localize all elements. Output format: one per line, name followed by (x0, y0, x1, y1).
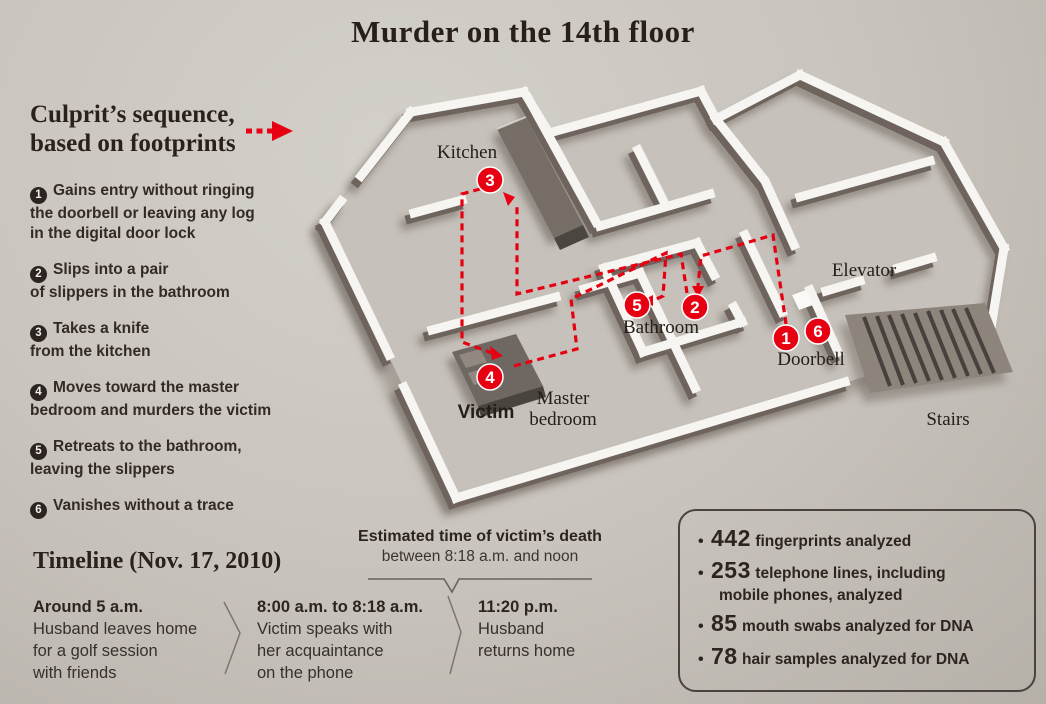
route-3-to-4 (460, 187, 493, 355)
svg-text:6: 6 (813, 322, 822, 341)
timeline-time: 8:00 a.m. to 8:18 a.m. (257, 598, 423, 616)
sequence-step-6: 6 Vanishes without a trace (30, 496, 330, 520)
death-time-note: Estimated time of victim’s death between… (335, 528, 625, 566)
death-note-line1: Estimated time of victim’s death (358, 528, 602, 545)
stat-label: fingerprints analyzed (755, 533, 912, 550)
route-1-to-2 (696, 232, 788, 325)
timeline-entry-2: 8:00 a.m. to 8:18 a.m. Victim speaks wit… (257, 597, 457, 685)
stat-telephone-lines: • 253 telephone lines, including mobile p… (698, 556, 1020, 606)
timeline-separators (223, 595, 462, 675)
timeline-time: Around 5 a.m. (33, 598, 144, 616)
death-note-line2: between 8:18 a.m. and noon (381, 548, 579, 565)
timeline-desc: Victim speaks with her acquaintance on t… (257, 619, 393, 682)
label-bathroom: Bathroom (623, 317, 699, 338)
sequence-heading: Culprit’s sequence, based on footprints (30, 101, 236, 158)
marker-1: 1 (772, 324, 800, 352)
step-text: Slips into a pair of slippers in the bat… (30, 261, 230, 302)
svg-text:4: 4 (485, 368, 495, 387)
investigation-stats-box: • 442 fingerprints analyzed • 253 telephon… (678, 509, 1036, 692)
label-master-line2: bedroom (529, 409, 597, 430)
step-text: Takes a knife from the kitchen (30, 320, 151, 361)
label-elevator: Elevator (832, 260, 897, 281)
stat-label: hair samples analyzed for DNA (742, 650, 970, 668)
step-text: Vanishes without a trace (53, 497, 234, 515)
bullet-dot: • (698, 650, 704, 668)
chevron-1 (223, 601, 241, 675)
stat-label: mouth swabs analyzed for DNA (742, 618, 974, 636)
stat-mouth-swabs: • 85 mouth swabs analyzed for DNA (698, 609, 1020, 638)
label-kitchen: Kitchen (437, 142, 498, 163)
bullet-dot: • (698, 618, 704, 636)
step-number-badge: 6 (30, 502, 47, 520)
legend-route-arrow (246, 121, 293, 141)
label-stairs: Stairs (926, 409, 969, 430)
timeline-entry-3: 11:20 p.m. Husband returns home (478, 597, 638, 663)
step-number-badge: 3 (30, 325, 47, 343)
stat-hair-samples: • 78 hair samples analyzed for DNA (698, 642, 1020, 671)
entry-door (792, 290, 813, 310)
marker-4: 4 (476, 363, 504, 391)
stat-value: 78 (711, 642, 738, 669)
death-note-bracket (368, 578, 592, 594)
culprit-route (460, 187, 788, 368)
marker-6: 6 (804, 317, 832, 345)
route-markers: 1 2 3 4 5 6 (476, 166, 832, 391)
step-text: Moves toward the master bedroom and murd… (30, 379, 272, 420)
step-text: Gains entry without ringing the doorbell… (30, 181, 255, 243)
page-title: Murder on the 14th floor (351, 14, 695, 49)
marker-2: 2 (681, 293, 709, 321)
chevron-2 (447, 595, 462, 675)
timeline-heading: Timeline (Nov. 17, 2010) (33, 548, 282, 574)
route-2-to-3 (515, 206, 689, 297)
stat-fingerprints: • 442 fingerprints analyzed (698, 524, 1020, 553)
step-number-badge: 5 (30, 443, 47, 461)
label-master-line1: Master (537, 388, 590, 409)
timeline-desc: Husband returns home (478, 619, 576, 660)
stat-value: 442 (711, 525, 751, 551)
stat-value: 85 (711, 610, 738, 637)
step-number-badge: 4 (30, 384, 47, 402)
marker-5: 5 (623, 291, 651, 319)
culprit-sequence-panel: Culprit’s sequence, based on footprints … (30, 100, 330, 534)
svg-text:5: 5 (632, 296, 641, 315)
kitchen-counter (492, 116, 589, 250)
label-doorbell: Doorbell (777, 349, 845, 370)
step-number-badge: 1 (30, 186, 47, 204)
svg-text:3: 3 (485, 171, 494, 190)
label-victim: Victim (458, 402, 515, 423)
timeline-time: 11:20 p.m. (478, 598, 558, 616)
svg-text:2: 2 (690, 298, 699, 317)
stairs (839, 303, 1013, 403)
step-number-badge: 2 (30, 266, 47, 284)
timeline-desc: Husband leaves home for a golf session w… (33, 619, 198, 682)
plan-labels: Kitchen Elevator Bathroom Doorbell Maste… (437, 142, 970, 430)
route-4-to-5 (513, 250, 668, 368)
step-text: Retreats to the bathroom, leaving the sl… (30, 438, 242, 479)
timeline-entry-1: Around 5 a.m. Husband leaves home for a … (33, 597, 233, 685)
marker-3: 3 (476, 166, 504, 194)
stat-label: telephone lines, including mobile phones… (719, 565, 946, 604)
bullet-dot: • (698, 533, 704, 550)
stat-value: 253 (711, 557, 751, 584)
svg-text:1: 1 (781, 329, 790, 348)
bullet-dot: • (698, 565, 704, 583)
